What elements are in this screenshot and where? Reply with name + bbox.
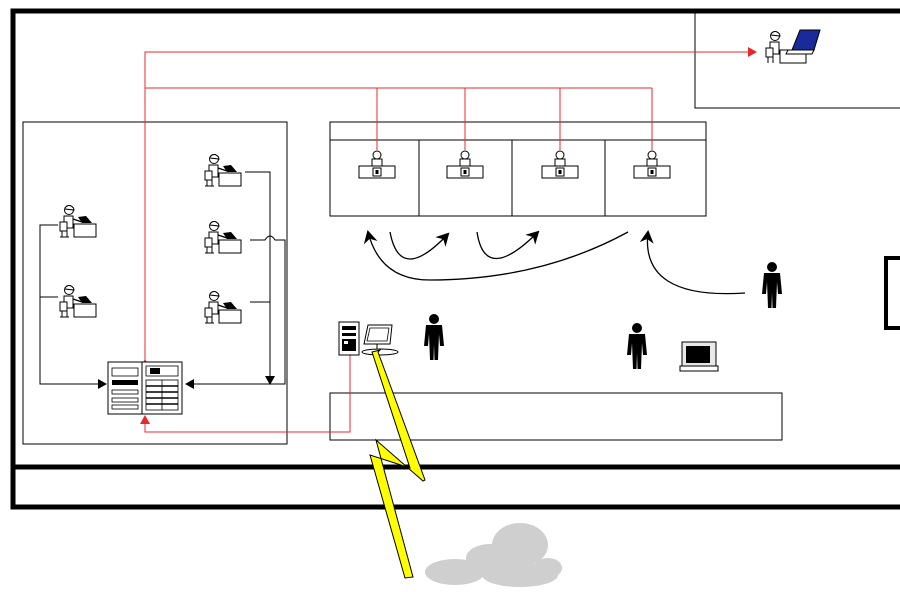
workstation-right-2 <box>204 220 242 254</box>
cloud-icon <box>425 523 562 587</box>
customer-person-3 <box>762 262 782 308</box>
customer-person-1 <box>424 314 444 360</box>
host-server-icon <box>107 361 183 415</box>
workstation-left-lower <box>59 284 97 318</box>
right-partition <box>884 256 900 330</box>
office-flow-lines <box>39 171 286 389</box>
network-lines <box>140 47 757 433</box>
laptop-user-icon <box>765 29 821 64</box>
customer-flow-arrows <box>363 230 746 295</box>
server-rack-icon <box>338 321 360 356</box>
lightning-bolt-icon <box>369 349 426 579</box>
workstation-right-3 <box>204 290 242 324</box>
computer-terminal-icon <box>361 324 399 356</box>
crt-monitor-icon <box>679 341 719 372</box>
building-outline <box>10 8 900 510</box>
customer-person-2 <box>627 323 647 369</box>
workstation-left-upper <box>59 204 97 238</box>
workstation-right-1 <box>204 153 242 187</box>
